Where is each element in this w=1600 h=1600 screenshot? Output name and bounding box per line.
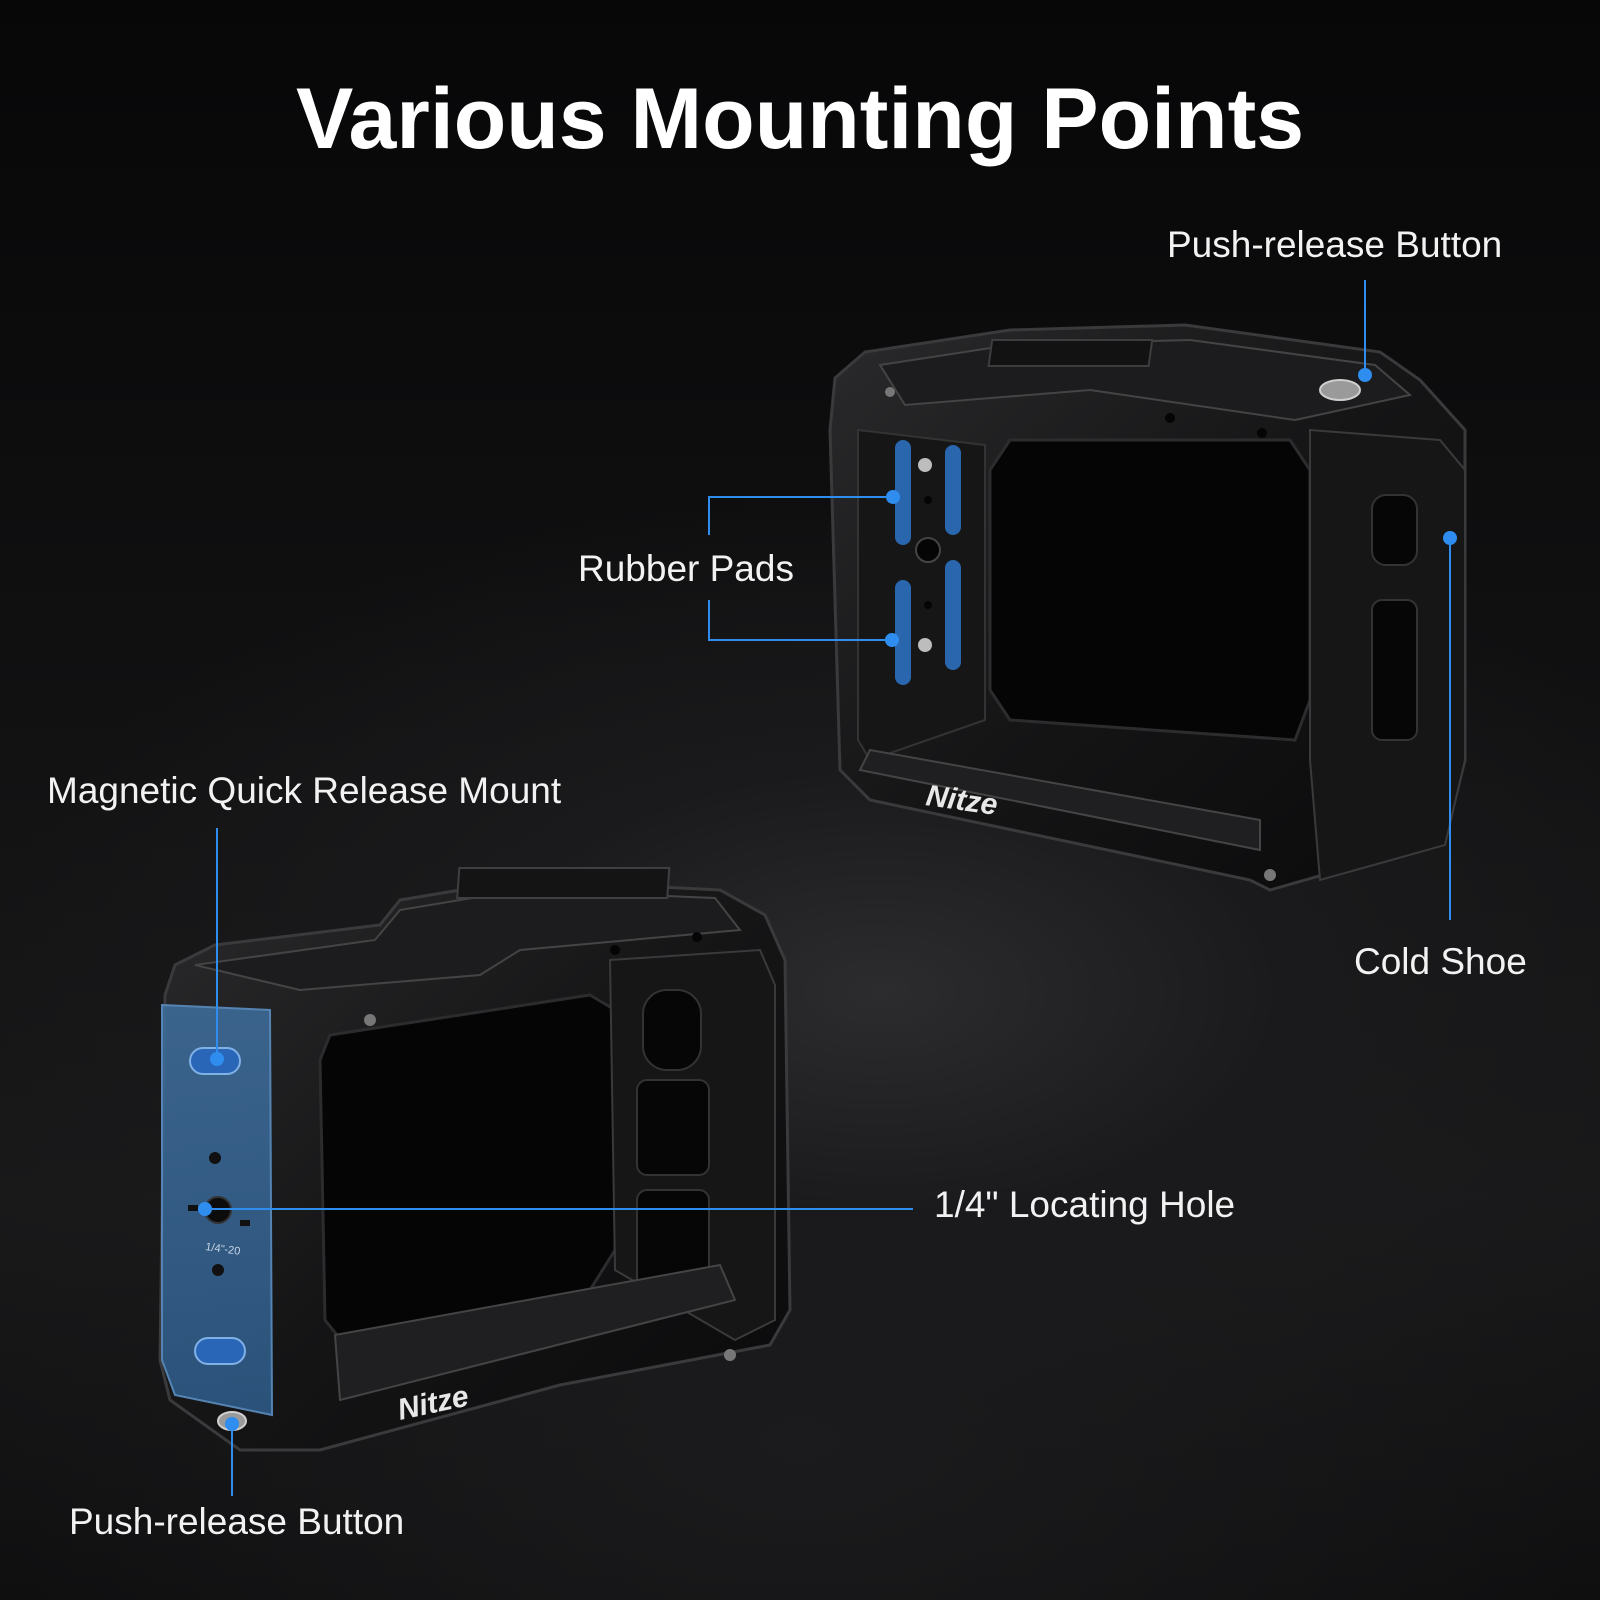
label-rubber-pads: Rubber Pads [578,548,794,589]
callout-dot-rubber-lower [885,633,899,647]
callout-dot-push-release-bottom [225,1417,239,1431]
callout-line-rubber-lower [708,600,892,641]
label-push-release-button-bottom: Push-release Button [69,1501,405,1542]
callout-dot-rubber-upper [886,490,900,504]
label-locating-hole: 1/4" Locating Hole [934,1184,1236,1225]
label-magnetic-quick-release-mount: Magnetic Quick Release Mount [47,770,562,811]
callout-dot-push-release-top [1358,368,1372,382]
cage-bottom-left: 1/4"-20 Nitze [158,867,792,1452]
callout-lines [205,280,1451,1496]
callout-dot-locating-hole [198,1202,212,1216]
callout-dots [198,368,1457,1431]
cage-top-right: Nitze [828,323,1467,892]
label-push-release-button-top: Push-release Button [1167,224,1503,265]
callout-dot-magnetic [210,1052,224,1066]
thread-engraving: 1/4"-20 [205,1241,241,1258]
callout-dot-cold-shoe [1443,531,1457,545]
label-cold-shoe: Cold Shoe [1354,941,1527,982]
callout-line-rubber-upper [708,496,893,535]
page-title: Various Mounting Points [295,71,1305,167]
